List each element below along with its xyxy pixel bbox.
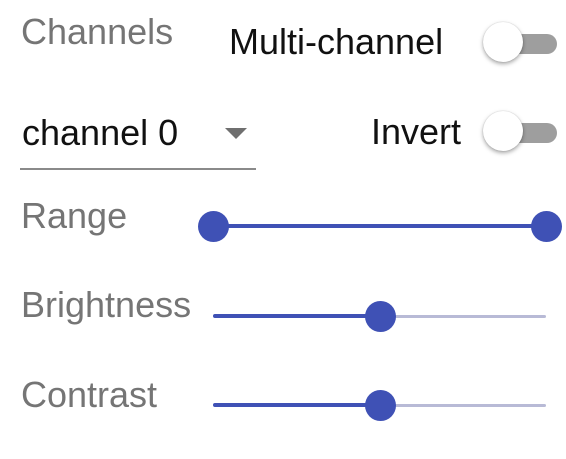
invert-toggle-thumb[interactable] (483, 111, 523, 151)
invert-toggle[interactable] (483, 111, 559, 155)
contrast-slider[interactable] (210, 386, 548, 426)
range-slider[interactable] (198, 207, 562, 247)
channels-heading: Channels (21, 11, 174, 52)
brightness-slider-fill (213, 314, 380, 318)
invert-label: Invert (371, 111, 462, 152)
multi-channel-label: Multi-channel (229, 21, 444, 62)
contrast-label: Contrast (21, 374, 158, 415)
range-slider-high-handle[interactable] (531, 211, 562, 242)
channel-select-value: channel 0 (22, 112, 179, 153)
multi-channel-toggle[interactable] (483, 22, 559, 66)
contrast-slider-handle[interactable] (364, 390, 396, 421)
range-slider-low-handle[interactable] (198, 211, 229, 242)
contrast-slider-fill (213, 403, 380, 407)
brightness-slider-handle[interactable] (364, 301, 396, 332)
range-slider-fill (213, 224, 546, 228)
brightness-slider[interactable] (210, 297, 548, 337)
multi-channel-toggle-thumb[interactable] (483, 22, 523, 62)
brightness-label: Brightness (21, 284, 192, 325)
range-label: Range (21, 195, 128, 236)
chevron-down-icon (225, 128, 247, 139)
channel-select[interactable]: channel 0 (20, 106, 256, 170)
